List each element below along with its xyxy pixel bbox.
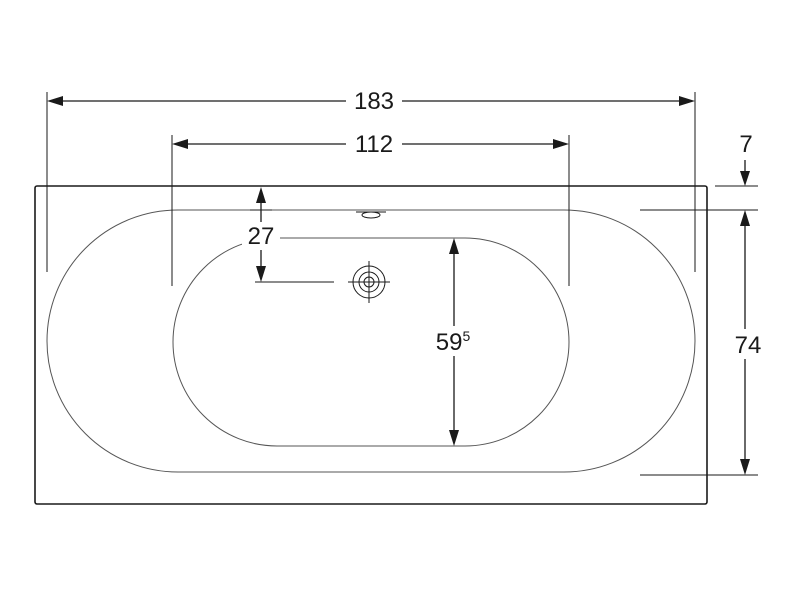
dim-label-59: 59 [436,329,463,356]
drain-icon [348,261,390,303]
dimension-inner-width: 595 [432,238,480,446]
tub-outer-basin [46,209,696,473]
dimension-overall-width: 74 [640,210,766,476]
dim-label-27: 27 [248,223,275,250]
tub-outer-rim [34,185,708,505]
dim-label-sup-5: 5 [462,328,470,344]
dim-label-74: 74 [735,332,762,359]
dim-label-7: 7 [739,131,752,158]
dimension-inner-length: 112 [171,129,570,286]
dimension-drain-offset: 27 [242,187,334,283]
dim-label-59-5: 595 [436,328,471,356]
overflow-icon [361,211,381,219]
dim-label-112: 112 [355,131,393,158]
tub-inner-basin [172,237,570,447]
dimension-rim: 7 [640,131,758,211]
dim-label-183: 183 [354,88,394,115]
dimension-overall-length: 183 [46,86,696,272]
